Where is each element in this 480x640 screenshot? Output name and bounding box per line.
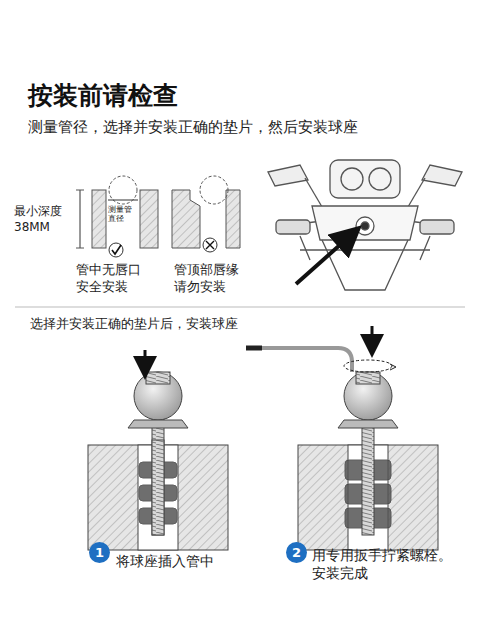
illustration-part: [108, 200, 138, 201]
illustration-part: [300, 249, 430, 250]
illustration-part: [76, 190, 84, 191]
illustration-part: [172, 190, 200, 248]
illustration-part: [344, 372, 392, 420]
label-text: 最小深度38MM: [14, 204, 66, 235]
illustration-part: [390, 364, 396, 370]
illustration-part: [361, 222, 369, 230]
callout-number: 2: [286, 542, 307, 563]
illustration-part: [268, 160, 462, 290]
illustration-part: [268, 165, 308, 186]
illustration-part: [226, 190, 240, 248]
illustration-part: [276, 220, 310, 234]
illustration-part: [296, 236, 350, 284]
illustration-part: [140, 190, 158, 248]
illustration-part: [344, 360, 392, 372]
page-title: 按装前请检查: [28, 80, 178, 113]
label-text: 测量管直径: [108, 205, 138, 223]
illustration-part: [88, 372, 228, 550]
illustration-part: [134, 372, 182, 420]
illustration-part: [76, 248, 84, 249]
illustration-part: [146, 372, 170, 384]
illustration-part: [420, 220, 454, 234]
illustration-part: [338, 420, 398, 428]
illustration-part: [300, 236, 430, 260]
illustration-part: [330, 160, 400, 198]
illustration-part: [76, 176, 240, 248]
illustration-part: [312, 206, 418, 240]
illustration-part: [203, 238, 217, 252]
illustration-part: [128, 420, 188, 428]
label-text: 管顶部唇缘 请勿安装: [174, 262, 244, 296]
illustration-part: [341, 168, 363, 190]
illustration-part: [206, 241, 214, 249]
illustration-part: [109, 176, 137, 204]
label-text: 管中无唇口 安全安装: [76, 262, 146, 296]
callout-number-text: 2: [292, 545, 301, 560]
label-text: 选择并安装正确的垫片后，安装球座: [30, 316, 238, 333]
illustration-part: [112, 245, 121, 254]
callout-number-text: 1: [95, 545, 104, 560]
label-text: 测量管径，选择并安装正确的垫片，然后安装球座: [28, 118, 358, 138]
illustration-part: [371, 326, 374, 346]
illustration-part: [92, 190, 106, 248]
callout-number: 1: [89, 542, 110, 563]
illustration-part: [80, 190, 81, 248]
illustration-part: [152, 440, 164, 535]
illustration-part: [262, 348, 352, 372]
illustration-part: [246, 346, 262, 351]
label-text: 用专用扳手拧紧螺栓。 安装完成: [312, 546, 462, 582]
illustration-part: [356, 372, 380, 384]
illustration-part: [109, 243, 123, 257]
illustration-part: [200, 176, 228, 204]
illustration-part: [422, 165, 462, 186]
illustration-part: [298, 372, 438, 550]
label-text: 将球座插入管中: [116, 552, 214, 570]
illustration-part: [144, 350, 147, 368]
illustration-part: [369, 168, 391, 190]
illustration-part: [356, 217, 374, 235]
illustration-part: [15, 307, 465, 308]
